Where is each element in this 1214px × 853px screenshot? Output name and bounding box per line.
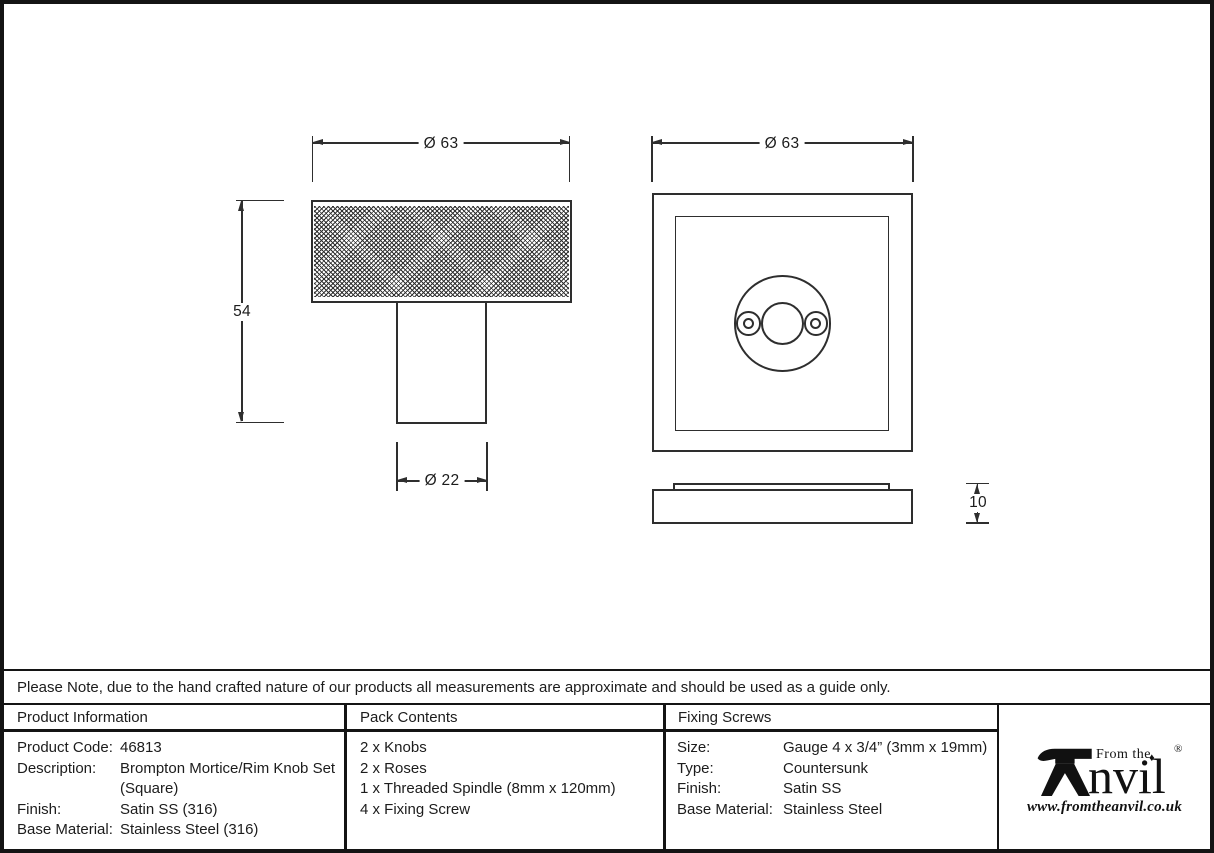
- description-line2: (Square): [120, 780, 179, 797]
- right-screw-hole-inner: [810, 317, 822, 329]
- finish-value: Satin SS (316): [120, 800, 218, 818]
- dim-extension-line: [312, 136, 314, 182]
- row-label: Finish:: [677, 780, 722, 797]
- dim-extension-line: [486, 442, 488, 491]
- dim-extension-line: [396, 442, 398, 491]
- logo-prefix: From the: [1096, 747, 1151, 762]
- screw-size-value: Gauge 4 x 3/4” (3mm x 19mm): [783, 739, 988, 756]
- knob-diameter-dimension: Ø 63: [418, 134, 464, 153]
- rose-boss-circle: [734, 275, 831, 372]
- table-rule: [4, 729, 998, 732]
- screw-type-value: Countersunk: [783, 759, 869, 777]
- row-label: Type:: [677, 759, 714, 777]
- dim-arrow-left: [397, 477, 407, 484]
- dim-arrow-down: [238, 411, 245, 422]
- fixing-screws-cell: Size: Gauge 4 x 3/4” (3mm x 19mm) Type: …: [677, 738, 995, 820]
- table-row: Base Material: Stainless Steel: [677, 800, 995, 821]
- description-line1: Brompton Mortice/Rim Knob Set: [120, 759, 336, 777]
- table-row: Size: Gauge 4 x 3/4” (3mm x 19mm): [677, 738, 995, 759]
- dim-arrow-right: [560, 139, 570, 146]
- spindle-hole-circle: [760, 301, 804, 345]
- row-label: Description:: [17, 759, 97, 777]
- fixing-screws-header: Fixing Screws: [678, 709, 772, 726]
- row-label: Finish:: [17, 800, 62, 818]
- knob-height-dimension: 54: [230, 302, 254, 321]
- anvil-icon: [1037, 748, 1092, 796]
- rose-diameter-dimension: Ø 63: [759, 134, 805, 153]
- list-item: 2 x Knobs: [360, 739, 427, 756]
- table-row: Product Code: 46813: [17, 738, 344, 759]
- dim-arrow-left: [652, 139, 662, 146]
- row-label: Base Material:: [677, 800, 773, 818]
- table-divider: [997, 703, 1000, 849]
- dim-tick: [236, 199, 284, 201]
- description-value: Brompton Mortice/Rim Knob Set (Square): [120, 759, 335, 800]
- table-divider: [663, 703, 666, 849]
- table-rule: [4, 668, 1210, 671]
- base-material-value: Stainless Steel (316): [120, 821, 259, 838]
- dim-tick: [236, 421, 284, 423]
- list-item: 2 x Roses: [360, 759, 427, 777]
- row-label: Base Material:: [17, 821, 113, 838]
- product-code-value: 46813: [120, 739, 162, 756]
- dim-tick: [966, 482, 989, 484]
- pack-contents-cell: 2 x Knobs 2 x Roses 1 x Threaded Spindle…: [360, 738, 660, 820]
- table-rule: [4, 703, 1210, 706]
- table-row: Finish: Satin SS (316): [17, 800, 344, 821]
- left-screw-hole-outer: [736, 311, 761, 336]
- diamond-icon: ♦: [1149, 752, 1155, 764]
- rose-thickness-dimension: 10: [966, 494, 990, 512]
- right-screw-hole-outer: [803, 311, 829, 336]
- dim-tick: [966, 522, 989, 524]
- measurement-note: Please Note, due to the hand crafted nat…: [17, 678, 891, 696]
- left-screw-hole-inner: [742, 317, 754, 329]
- dim-arrow-up: [238, 201, 245, 211]
- row-label: Size:: [677, 739, 711, 756]
- rose-profile-base: [652, 489, 913, 524]
- dim-arrow-up: [974, 484, 980, 494]
- dim-arrow-left: [313, 139, 323, 146]
- dim-arrow-down: [974, 513, 980, 523]
- logo-website: www.fromtheanvil.co.uk: [1026, 799, 1183, 815]
- list-item: 1 x Threaded Spindle (8mm x 120mm): [360, 780, 616, 797]
- table-row: Type: Countersunk: [677, 759, 995, 780]
- table-row: Base Material: Stainless Steel (316): [17, 820, 344, 841]
- list-item: 4 x Fixing Screw: [360, 800, 471, 818]
- dim-extension-line: [912, 136, 914, 182]
- table-row: Description: Brompton Mortice/Rim Knob S…: [17, 759, 344, 800]
- knurl-pattern: [314, 206, 569, 297]
- table-divider: [344, 703, 347, 849]
- product-information-header: Product Information: [17, 709, 148, 726]
- pack-contents-header: Pack Contents: [360, 709, 458, 726]
- dim-extension-line: [569, 136, 571, 182]
- row-label: Product Code:: [17, 739, 113, 756]
- knob-head-outline: [311, 200, 572, 303]
- registered-trademark-icon: ®: [1174, 743, 1183, 755]
- table-row: Finish: Satin SS: [677, 779, 995, 800]
- from-the-anvil-logo: From the ♦ nvil ® www.fromtheanvil.co.uk: [999, 705, 1210, 849]
- product-information-cell: Product Code: 46813 Description: Brompto…: [17, 738, 344, 841]
- dim-extension-line: [651, 136, 653, 182]
- screw-finish-value: Satin SS: [783, 780, 842, 797]
- dim-arrow-right: [903, 139, 913, 146]
- screw-material-value: Stainless Steel: [783, 800, 883, 818]
- stem-diameter-dimension: Ø 22: [419, 472, 465, 490]
- dim-arrow-right: [477, 477, 487, 484]
- knob-stem-outline: [396, 302, 487, 424]
- logo-wordmark: nvil: [1088, 748, 1166, 804]
- rose-profile-lip: [672, 483, 890, 491]
